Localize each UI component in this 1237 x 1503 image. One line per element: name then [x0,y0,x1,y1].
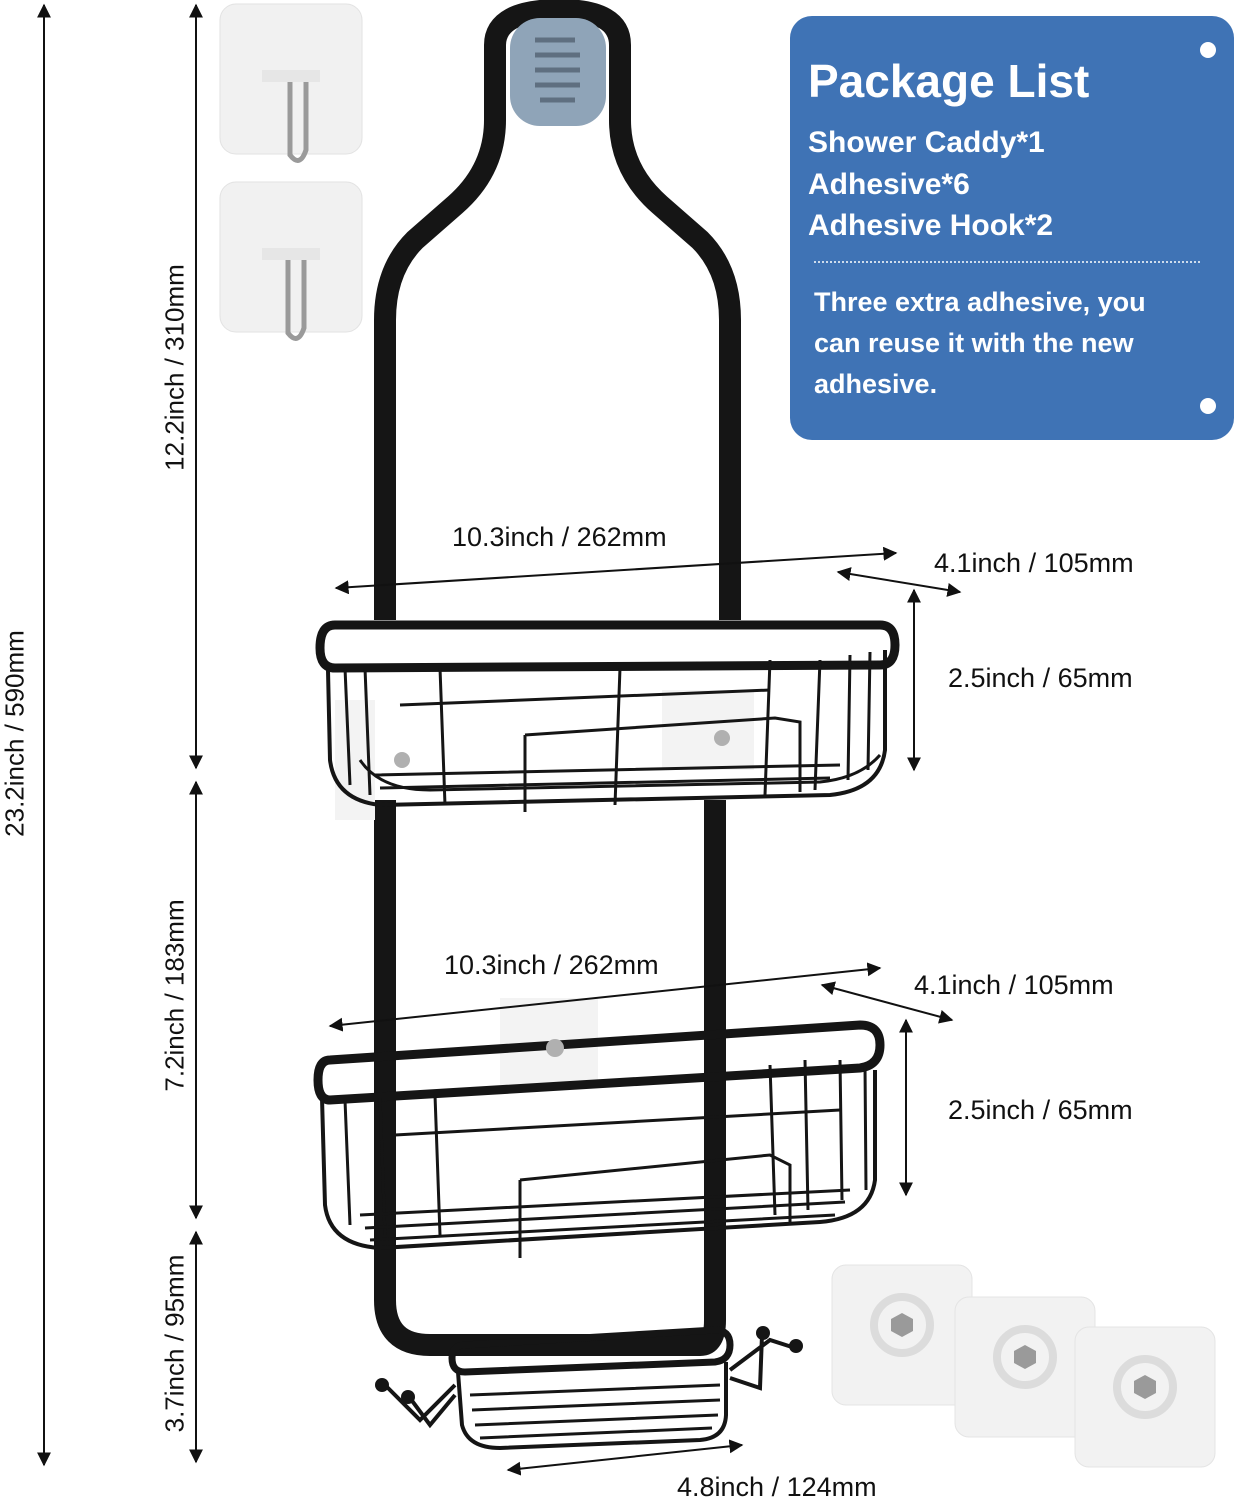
middle-height-label: 7.2inch / 183mm [159,899,190,1092]
lower-basket-depth-label: 4.1inch / 105mm [914,970,1114,1000]
soap-dish-width-label: 4.8inch / 124mm [677,1472,877,1502]
package-item: Shower Caddy*1 [808,126,1045,159]
upper-basket-height-label: 2.5inch / 65mm [948,663,1133,693]
adhesive-hook-1 [219,3,363,163]
card-dot-bottom [1200,398,1216,414]
adhesive-pad-3 [1074,1326,1216,1468]
top-height-label: 12.2inch / 310mm [159,264,190,471]
adhesive-pad-2 [954,1296,1096,1438]
upper-basket [315,620,900,820]
dimension-lines [37,3,962,1476]
package-list-title: Package List [808,55,1090,107]
adhesive-pad-1 [831,1264,973,1406]
lower-basket [313,998,885,1258]
upper-basket-width-label: 10.3inch / 262mm [452,522,667,552]
lower-basket-height-label: 2.5inch / 65mm [948,1095,1133,1125]
upper-basket-depth-label: 4.1inch / 105mm [934,548,1134,578]
card-dot-top [1200,42,1216,58]
adhesive-hook-2 [219,181,363,341]
package-note: Three extra adhesive, you can reuse it w… [814,287,1146,399]
total-height-label: 23.2inch / 590mm [0,630,30,837]
package-list-card: Package List Shower Caddy*1 Adhesive*6 A… [790,16,1234,440]
lower-basket-width-label: 10.3inch / 262mm [444,950,659,980]
bottom-height-label: 3.7inch / 95mm [159,1254,190,1433]
package-item: Adhesive*6 [808,168,970,201]
package-item: Adhesive Hook*2 [808,209,1054,242]
package-divider [814,261,1200,263]
